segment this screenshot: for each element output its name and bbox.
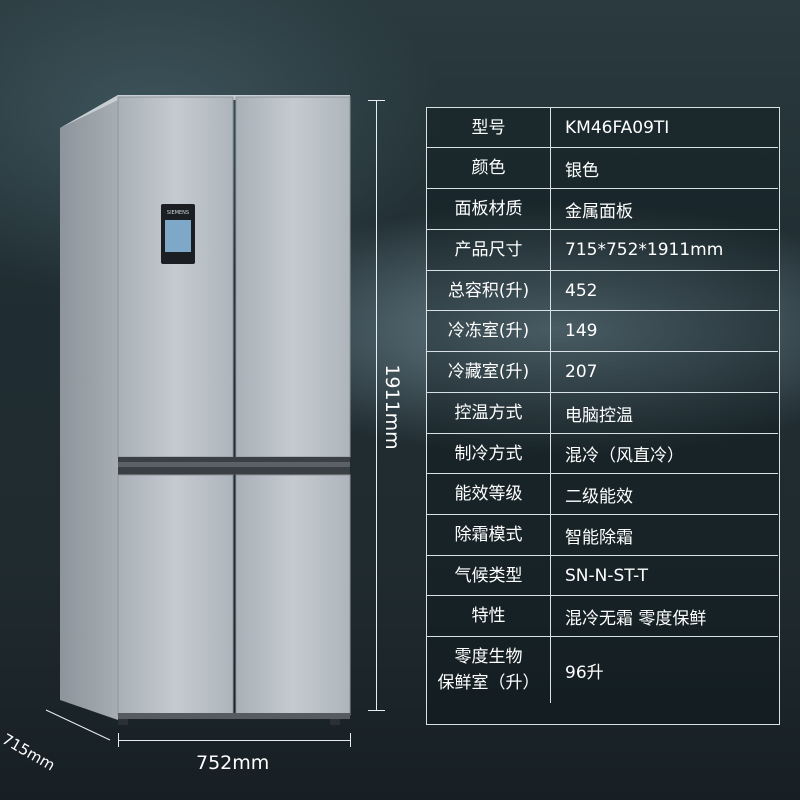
spec-value: 金属面板 — [565, 201, 633, 222]
width-dimension-tick-left — [118, 733, 119, 747]
width-dimension-tick-right — [350, 733, 351, 747]
height-dimension-tick-top — [368, 100, 385, 101]
spec-label: 总容积(升) — [427, 271, 551, 310]
spec-value: 452 — [565, 280, 598, 301]
fridge-side-panel — [60, 95, 118, 720]
spec-row: 总容积(升) 452 — [427, 271, 778, 311]
spec-label: 面板材质 — [427, 189, 551, 229]
spec-row: 除霜模式智能除霜 — [427, 515, 778, 556]
spec-label: 冷冻室(升) — [427, 311, 551, 351]
spec-label: 除霜模式 — [427, 515, 551, 555]
spec-label: 冷藏室(升) — [427, 352, 551, 392]
spec-row: 颜色银色 — [427, 148, 778, 189]
spec-row: 制冷方式混冷（风直冷） — [427, 434, 778, 474]
spec-value: KM46FA09TI — [565, 117, 670, 138]
spec-label: 产品尺寸 — [427, 230, 551, 270]
spec-row: 控温方式电脑控温 — [427, 393, 778, 434]
spec-row: 气候类型 SN-N-ST-T — [427, 556, 778, 596]
spec-row: 冷藏室(升) 207 — [427, 352, 778, 393]
spec-value: 智能除霜 — [565, 527, 633, 548]
spec-row: 冷冻室(升) 149 — [427, 311, 778, 352]
lower-right-drawer — [235, 474, 351, 716]
spec-label: 能效等级 — [427, 474, 551, 514]
spec-row: 特性混冷无霜 零度保鲜 — [427, 596, 778, 637]
spec-label: 控温方式 — [427, 393, 551, 433]
spec-value: 715*752*1911mm — [565, 240, 724, 260]
height-dimension-tick-bottom — [368, 710, 385, 711]
refrigerator-image: SIEMENS — [60, 95, 351, 725]
spec-label: 颜色 — [427, 148, 551, 188]
spec-label: 特性 — [427, 596, 551, 636]
spec-row: 产品尺寸 715*752*1911mm — [427, 230, 778, 271]
spec-value: 二级能效 — [565, 486, 633, 507]
spec-value: 96升 — [565, 662, 604, 683]
height-dimension-label: 1911mm — [381, 364, 403, 450]
spec-value: SN-N-ST-T — [565, 565, 649, 586]
spec-label: 型号 — [427, 108, 551, 147]
spec-value: 混冷无霜 零度保鲜 — [565, 608, 707, 629]
spec-row: 型号 KM46FA09TI — [427, 108, 778, 148]
height-dimension-line — [376, 100, 377, 710]
spec-value: 银色 — [565, 160, 599, 181]
upper-left-door — [117, 96, 234, 458]
spec-label: 制冷方式 — [427, 434, 551, 473]
spec-label: 零度生物 保鲜室（升） — [427, 637, 551, 703]
spec-row: 能效等级二级能效 — [427, 474, 778, 515]
lower-left-drawer — [117, 474, 234, 716]
spec-row: 面板材质金属面板 — [427, 189, 778, 230]
spec-label: 气候类型 — [427, 556, 551, 595]
upper-right-door — [235, 96, 351, 458]
depth-dimension-line — [45, 709, 111, 741]
brand-mark: SIEMENS — [167, 210, 189, 216]
width-dimension-line — [118, 740, 350, 741]
spec-value: 207 — [565, 362, 598, 382]
spec-value: 混冷（风直冷） — [565, 446, 684, 466]
spec-value: 149 — [565, 321, 598, 341]
spec-value: 电脑控温 — [565, 405, 633, 426]
width-dimension-label: 752mm — [196, 752, 270, 774]
spec-row: 零度生物 保鲜室（升） 96升 — [427, 637, 778, 703]
